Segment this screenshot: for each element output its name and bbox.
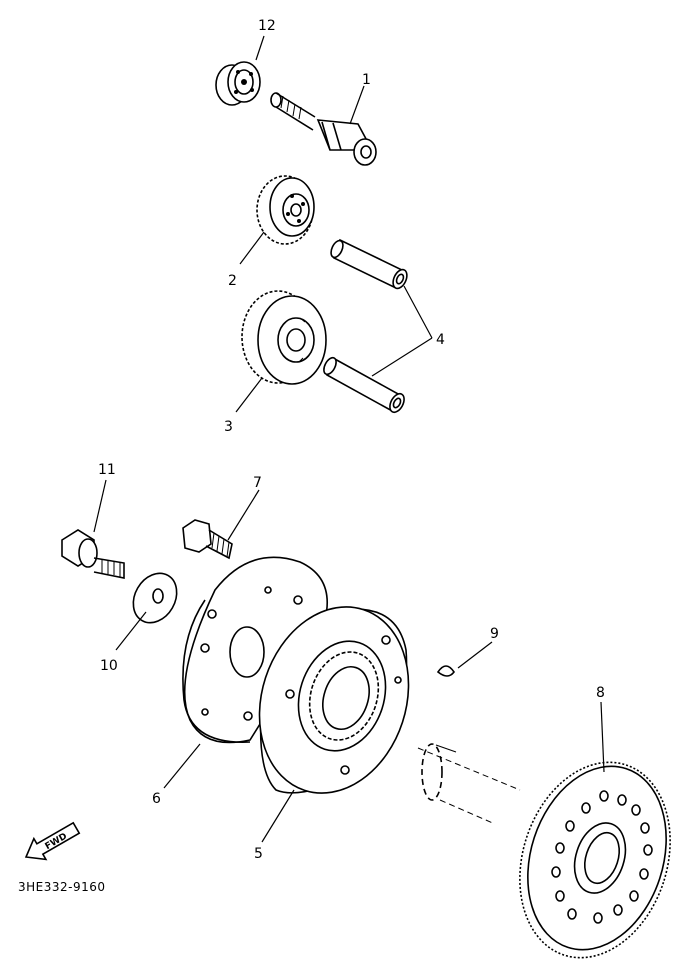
callout-10: 10 xyxy=(100,658,118,674)
callout-2: 2 xyxy=(228,273,237,289)
callout-labels: 12 1 2 3 4 11 7 10 9 8 6 5 xyxy=(98,18,605,862)
ring-gear-holes xyxy=(551,790,653,924)
part-2-gear xyxy=(256,175,315,245)
part-8-ring-gear xyxy=(519,761,671,959)
callout-3: 3 xyxy=(224,419,233,435)
part-6-plate xyxy=(182,556,329,744)
callout-12: 12 xyxy=(258,18,276,34)
callout-4: 4 xyxy=(436,332,445,348)
fwd-arrow: FWD xyxy=(24,821,81,861)
diagram-code: 3HE332-9160 xyxy=(18,880,106,894)
part-4-pins xyxy=(323,238,408,414)
part-12-bearing xyxy=(215,61,261,106)
callout-5: 5 xyxy=(254,846,263,862)
callout-11: 11 xyxy=(98,462,116,478)
callout-6: 6 xyxy=(152,791,161,807)
part-1-shaft xyxy=(270,92,377,166)
part-7-bolt xyxy=(182,519,233,560)
part-9-key xyxy=(436,665,455,677)
callout-7: 7 xyxy=(253,475,262,491)
leader-lines xyxy=(93,35,605,843)
callout-1: 1 xyxy=(362,72,371,88)
shaft-phantom xyxy=(417,743,521,825)
callout-9: 9 xyxy=(490,626,499,642)
callout-8: 8 xyxy=(596,685,605,701)
part-11-bolt xyxy=(61,529,125,579)
part-5-housing xyxy=(258,606,410,794)
part-10-washer xyxy=(132,572,178,624)
part-3-gear xyxy=(241,290,327,385)
